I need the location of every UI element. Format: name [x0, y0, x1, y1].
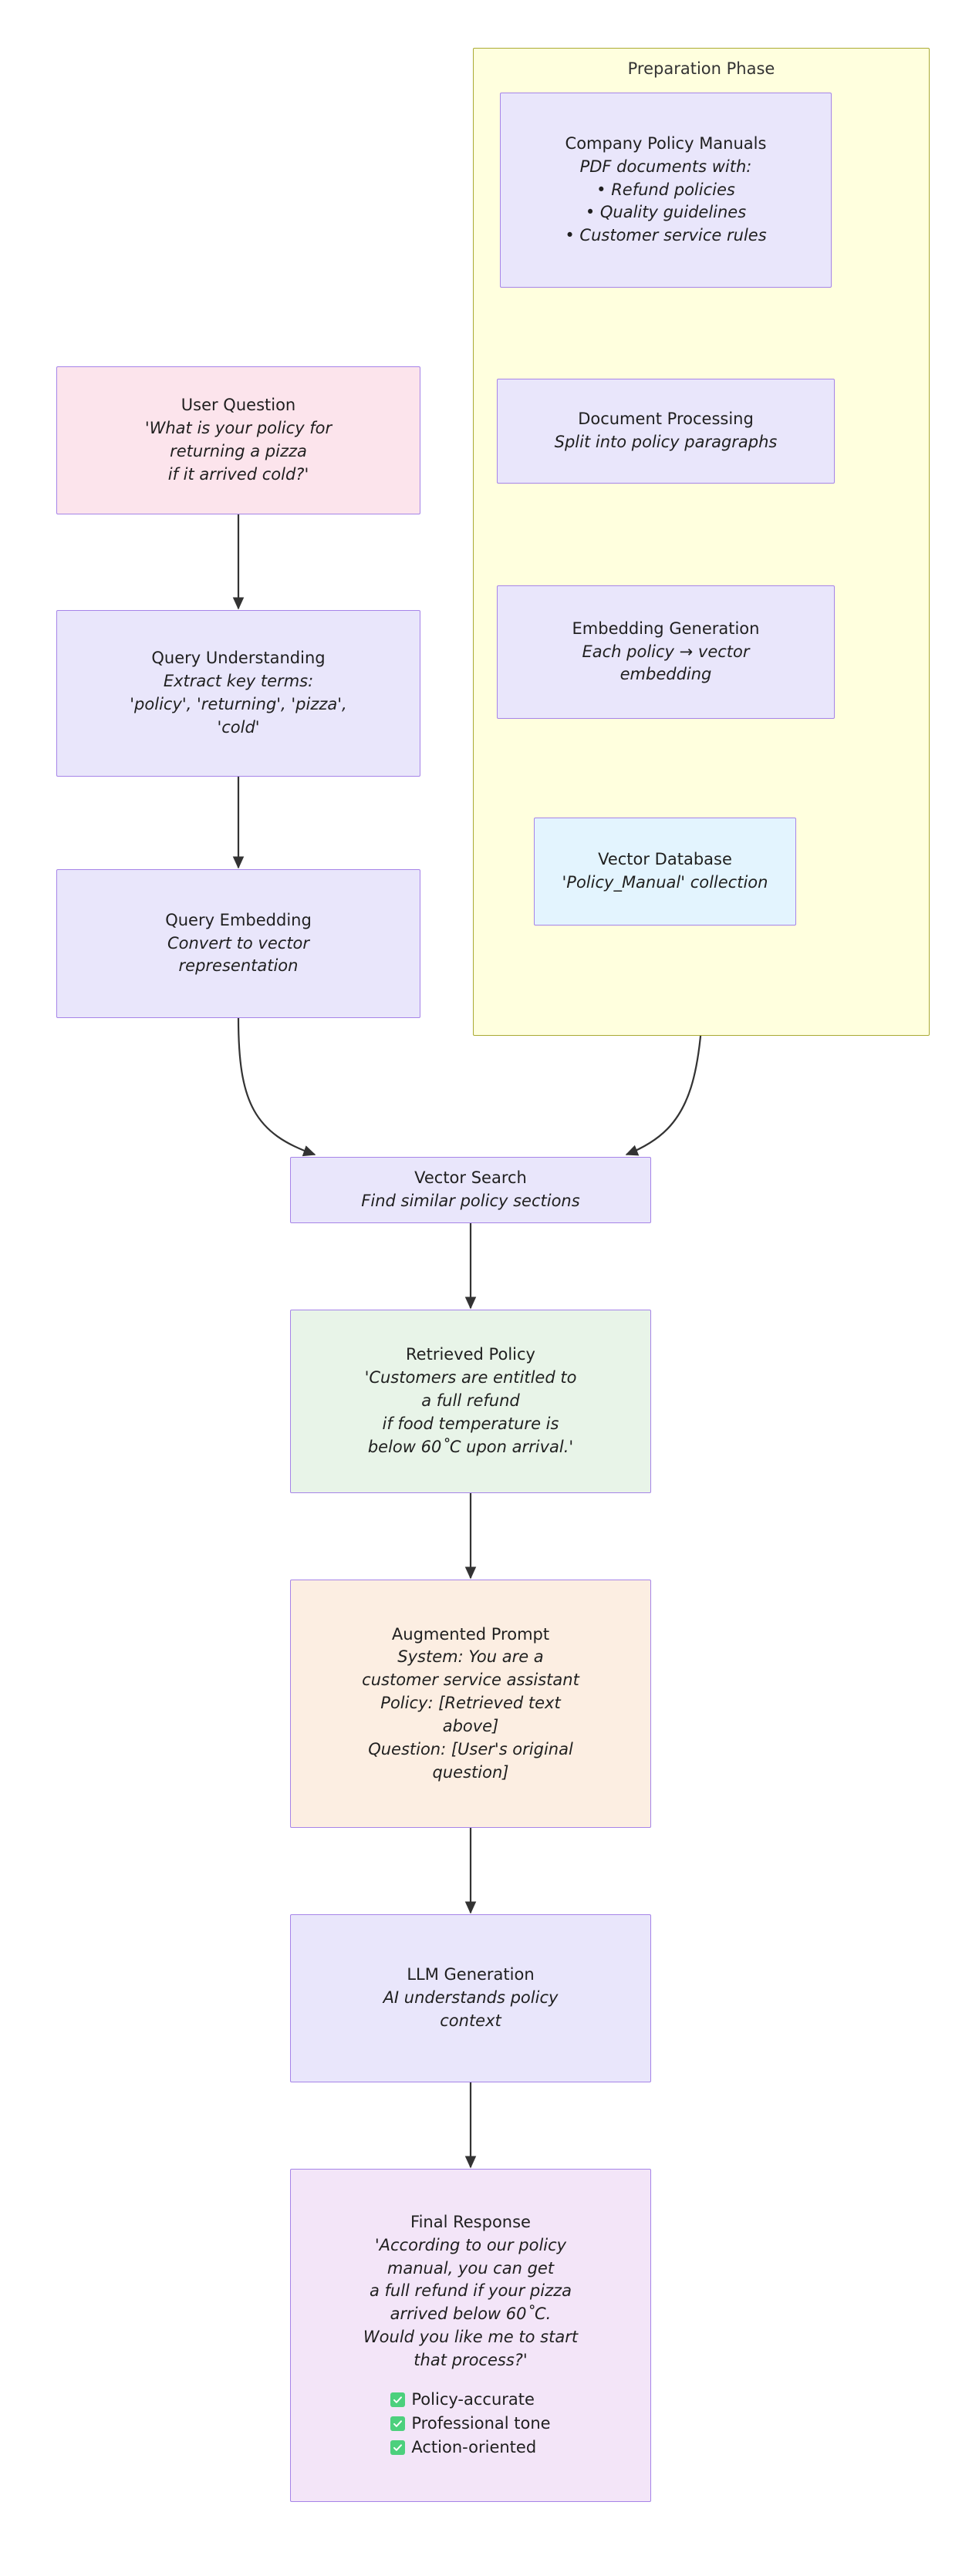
checklist-item-professional-tone: Professional tone [390, 2412, 551, 2436]
check-mark-icon [390, 2392, 406, 2407]
node-line-1: Convert to vector [167, 933, 310, 953]
node-line-5: Question: [User's original [368, 1739, 573, 1758]
node-line-1: AI understands policy [383, 1988, 559, 2008]
node-line-3: a full refund if your pizza [369, 2281, 572, 2301]
node-retrieved-policy[interactable]: Retrieved Policy 'Customers are entitled… [290, 1310, 651, 1493]
check-mark-icon [390, 2439, 406, 2455]
node-line-2: a full refund [421, 1391, 520, 1411]
node-query-understanding[interactable]: Query Understanding Extract key terms: '… [56, 610, 420, 777]
node-subtitle: Find similar policy sections [361, 1192, 580, 1210]
checklist-label: Action-oriented [411, 2437, 537, 2456]
checklist-label: Professional tone [411, 2413, 551, 2433]
node-title: User Question [181, 396, 296, 415]
checklist-item-policy-accurate: Policy-accurate [390, 2388, 535, 2412]
node-line-4: arrived below 60˚C. [390, 2305, 552, 2324]
node-line-2: representation [178, 956, 299, 976]
node-title: Company Policy Manuals [565, 133, 767, 153]
node-line-4: below 60˚C upon arrival.' [367, 1437, 574, 1456]
node-title: Retrieved Policy [406, 1345, 535, 1364]
node-title: Query Understanding [151, 649, 326, 668]
node-augmented-prompt[interactable]: Augmented Prompt System: You are a custo… [290, 1580, 651, 1828]
node-line-6: question] [432, 1762, 509, 1782]
subgraph-title: Preparation Phase [627, 59, 775, 78]
node-vector-search[interactable]: Vector Search Find similar policy sectio… [290, 1157, 651, 1223]
node-line-2: manual, you can get [387, 2258, 555, 2278]
node-line-1: 'Customers are entitled to [364, 1368, 577, 1387]
node-line-1: Extract key terms: [163, 672, 314, 691]
node-line-3: if food temperature is [382, 1414, 559, 1433]
check-mark-icon [390, 2416, 406, 2431]
node-title: LLM Generation [407, 1965, 535, 1984]
edge-queryembedding-to-vectorsearch [237, 1017, 316, 1157]
node-query-embedding[interactable]: Query Embedding Convert to vector repres… [56, 869, 420, 1018]
node-embedding-generation[interactable]: Embedding Generation Each policy → vecto… [497, 585, 835, 719]
bullet-refund-policies: • Refund policies [596, 180, 735, 199]
node-line-2: returning a pizza [170, 442, 307, 460]
node-subtitle: PDF documents with: [579, 157, 752, 176]
node-line-2: embedding [619, 665, 712, 684]
node-title: Embedding Generation [572, 619, 760, 638]
checklist-label: Policy-accurate [411, 2389, 535, 2409]
bullet-customer-service-rules: • Customer service rules [565, 226, 767, 245]
node-line-4: above] [442, 1716, 499, 1735]
node-title: Query Embedding [165, 910, 312, 929]
node-line-2: customer service assistant [362, 1671, 579, 1690]
node-title: Final Response [410, 2213, 531, 2232]
node-line-1: 'According to our policy [374, 2235, 567, 2254]
node-title: Document Processing [578, 410, 754, 429]
node-title: Augmented Prompt [391, 1624, 550, 1644]
checklist-item-action-oriented: Action-oriented [390, 2436, 536, 2460]
node-line-5: Would you like me to start [363, 2328, 579, 2347]
node-line-3: if it arrived cold?' [167, 464, 309, 484]
quality-checklist: Policy-accurate Professional tone Action… [390, 2388, 551, 2460]
node-llm-generation[interactable]: LLM Generation AI understands policy con… [290, 1914, 651, 2082]
node-vector-database[interactable]: Vector Database 'Policy_Manual' collecti… [534, 818, 796, 926]
node-final-response[interactable]: Final Response 'According to our policy … [290, 2169, 651, 2502]
node-line-2: context [440, 2011, 501, 2030]
node-title: Vector Search [414, 1168, 527, 1188]
node-subtitle: 'Policy_Manual' collection [562, 873, 768, 892]
node-line-6: that process?' [414, 2350, 528, 2369]
node-title: Vector Database [598, 850, 732, 869]
node-line-1: 'What is your policy for [144, 419, 333, 438]
node-user-question[interactable]: User Question 'What is your policy for r… [56, 366, 420, 514]
node-line-3: 'cold' [217, 717, 260, 737]
node-document-processing[interactable]: Document Processing Split into policy pa… [497, 379, 835, 484]
node-line-3: Policy: [Retrieved text [380, 1694, 561, 1713]
node-subtitle: Split into policy paragraphs [554, 433, 778, 451]
node-line-1: System: You are a [397, 1647, 544, 1667]
bullet-quality-guidelines: • Quality guidelines [585, 203, 747, 222]
node-line-1: Each policy → vector [582, 642, 750, 661]
node-line-2: 'policy', 'returning', 'pizza', [130, 695, 347, 713]
node-company-policy-manuals[interactable]: Company Policy Manuals PDF documents wit… [500, 93, 832, 288]
